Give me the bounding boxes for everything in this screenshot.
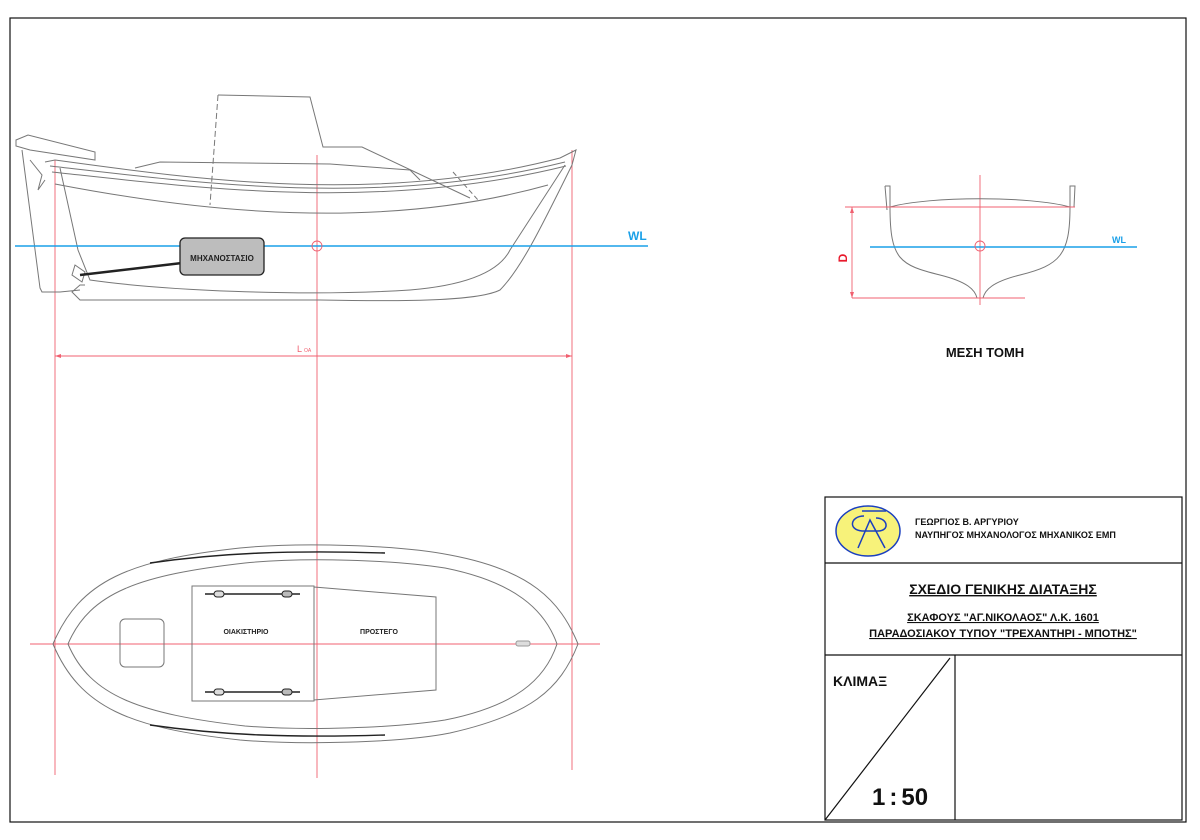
bollard bbox=[213, 590, 225, 598]
wheelhouse-label: ΟΙΑΚΙΣΤΗΡΙΟ bbox=[223, 629, 269, 636]
rubbing-strake bbox=[54, 183, 549, 214]
midsection-deck bbox=[884, 185, 1071, 211]
midsection-title: ΜΕΣΗ ΤΟΜΗ bbox=[946, 345, 1024, 360]
bollard bbox=[281, 688, 293, 696]
deck-house-line bbox=[134, 161, 421, 181]
bow-fitting bbox=[515, 640, 531, 647]
midsection-view: D WL ΜΕΣΗ ΤΟΜΗ bbox=[836, 175, 1137, 360]
bollard bbox=[281, 590, 293, 598]
sheet-border bbox=[9, 17, 1187, 823]
drawing-title: ΣΧΕΔΙΟ ΓΕΝΙΚΗΣ ΔΙΑΤΑΞΗΣ bbox=[909, 581, 1097, 597]
title-block: ΓΕΩΡΓΙΟΣ Β. ΑΡΓΥΡΙΟΥ ΝΑΥΠΗΓΟΣ ΜΗΧΑΝΟΛΟΓΟ… bbox=[824, 496, 1183, 821]
midship-symbol bbox=[311, 240, 323, 252]
depth-label: D bbox=[836, 253, 850, 262]
wheelhouse-outline bbox=[217, 94, 471, 199]
hull-plan-outline bbox=[52, 544, 579, 744]
scale-label: ΚΛΙΜΑΞ bbox=[833, 673, 887, 689]
wheelhouse-post bbox=[209, 94, 219, 206]
midsection-waterline-label: WL bbox=[1112, 235, 1126, 245]
rubbing-strips bbox=[149, 551, 386, 737]
rudder bbox=[21, 149, 81, 293]
sheer-line-inner bbox=[51, 165, 567, 194]
hatch bbox=[119, 618, 165, 668]
propeller bbox=[71, 264, 86, 283]
waterline-label: WL bbox=[628, 229, 647, 243]
vessel-type-line: ΠΑΡΑΔΟΣΙΑΚΟΥ ΤΥΠΟΥ "ΤΡΕΧΑΝΤΗΡΙ - ΜΠΟΤΗΣ" bbox=[869, 628, 1137, 640]
bollard bbox=[213, 688, 225, 696]
wheelhouse-plan bbox=[191, 585, 315, 702]
midsection-symbol bbox=[974, 240, 986, 252]
scale-diagonal bbox=[824, 657, 951, 821]
tiller bbox=[15, 134, 96, 161]
vessel-name-line: ΣΚΑΦΟΥΣ "ΑΓ.ΝΙΚΟΛΑΟΣ" Λ.Κ. 1601 bbox=[907, 612, 1099, 624]
author-title: ΝΑΥΠΗΓΟΣ ΜΗΧΑΝΟΛΟΓΟΣ ΜΗΧΑΝΙΚΟΣ ΕΜΠ bbox=[915, 530, 1116, 540]
gunwale-inner bbox=[67, 559, 558, 729]
scale-value: 1:50 bbox=[872, 784, 928, 811]
engine-room-label: ΜΗΧΑΝΟΣΤΑΣΙΟ bbox=[190, 254, 254, 263]
propeller-shaft bbox=[79, 261, 183, 277]
sheer-line bbox=[49, 161, 566, 189]
company-logo bbox=[835, 505, 901, 557]
hull-outline bbox=[44, 149, 577, 302]
author-name: ΓΕΩΡΓΙΟΣ Β. ΑΡΓΥΡΙΟΥ bbox=[915, 517, 1019, 527]
cabin-stay bbox=[452, 171, 479, 201]
plan-view: ΟΙΑΚΙΣΤΗΡΙΟ ΠΡΟΣΤΕΓΟ bbox=[30, 544, 600, 744]
hull-inner-line bbox=[59, 164, 566, 294]
shelter-plan bbox=[313, 586, 437, 701]
shelter-label: ΠΡΟΣΤΕΓΟ bbox=[360, 629, 399, 636]
engine-room-box bbox=[179, 237, 265, 276]
